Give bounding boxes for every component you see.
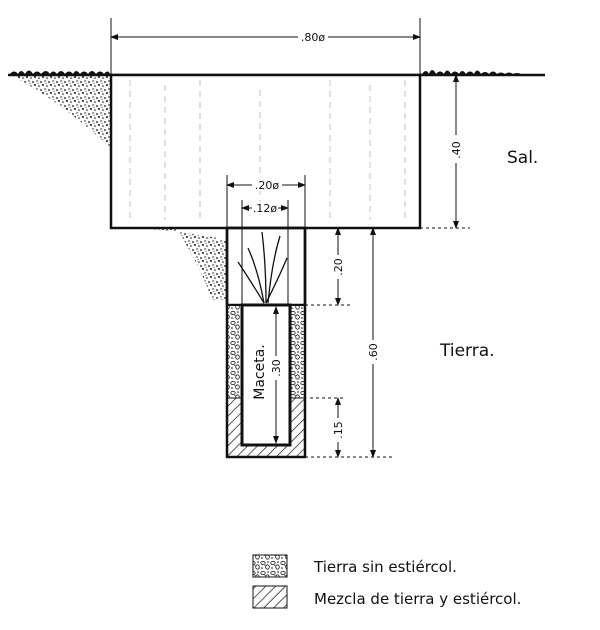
dim-pit-width: .20ø <box>255 179 279 192</box>
legend: Tierra sin estiércol. Mezcla de tierra y… <box>252 554 521 609</box>
pit-outline <box>225 226 307 459</box>
dimension-lines <box>110 18 470 458</box>
grass-right <box>422 70 521 74</box>
plant-icon <box>237 231 288 304</box>
legend-label-gravel: Tierra sin estiércol. <box>313 558 457 576</box>
dim-upper-depth: .20 <box>332 258 345 276</box>
legend-swatch-gravel <box>252 554 288 578</box>
dim-total-depth: .60 <box>367 343 380 361</box>
gravel-right <box>290 305 305 398</box>
dim-pot-width: .12ø <box>253 202 277 215</box>
dim-salt-depth: .40 <box>450 141 463 159</box>
grass-left <box>10 70 110 74</box>
legend-swatch-hatch <box>252 585 288 609</box>
dim-top-width: .80ø <box>301 31 325 44</box>
legend-label-hatch: Mezcla de tierra y estiércol. <box>314 590 521 608</box>
salt-texture <box>129 80 406 222</box>
label-soil: Tierra. <box>439 341 495 361</box>
dim-pot-depth: .30 <box>270 359 283 377</box>
dim-bottom-depth: .15 <box>332 421 345 439</box>
label-salt: Sal. <box>507 148 538 168</box>
label-pot: Maceta. <box>252 344 268 400</box>
gravel-left <box>227 305 242 398</box>
